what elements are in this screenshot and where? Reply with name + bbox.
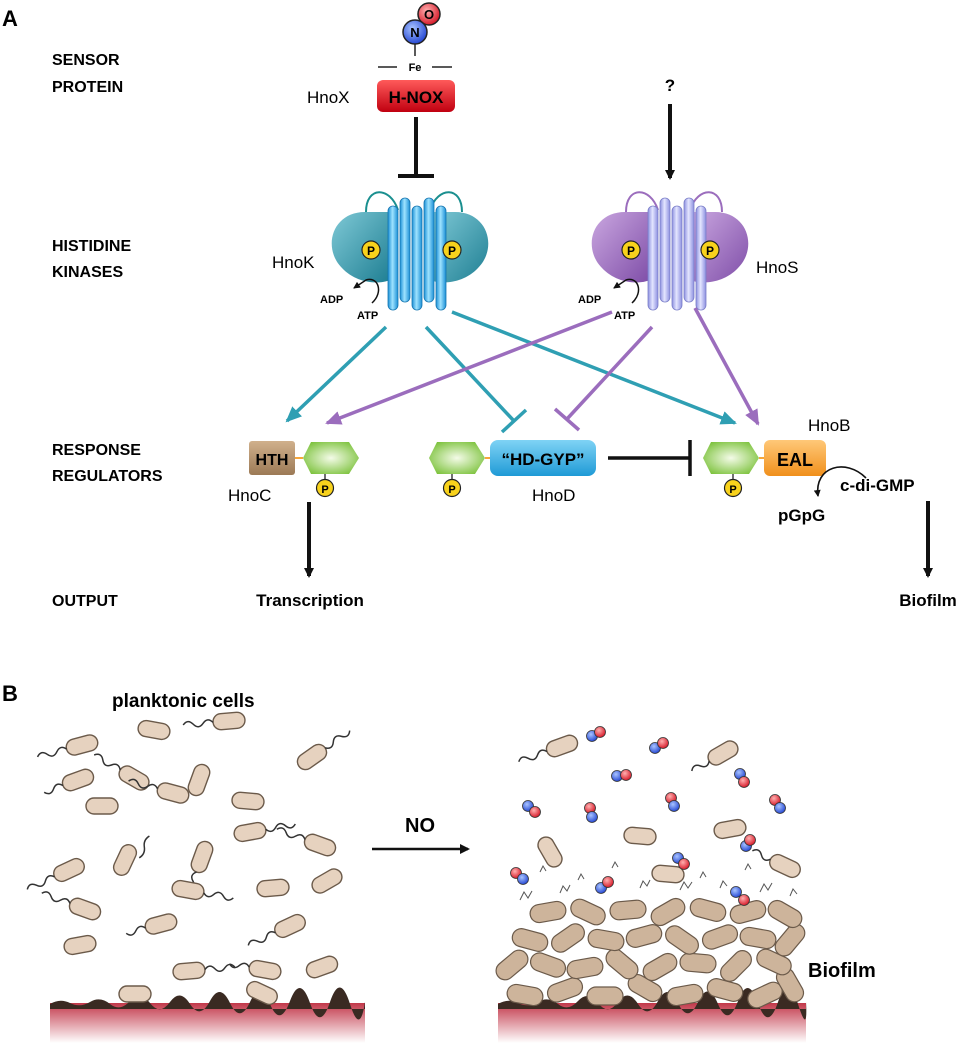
hnos-inhibits-hnod <box>565 325 654 421</box>
planktonic-label: planktonic cells <box>112 691 255 712</box>
row-label-sensor-1: SENSOR <box>52 52 120 69</box>
hnod-hdgyp-label: “HD-GYP” <box>501 450 584 469</box>
row-label-hk-1: HISTIDINE <box>52 238 131 255</box>
surface-left <box>50 1003 365 1043</box>
hnob-phosphate <box>723 478 743 498</box>
hnoc-hth-domain <box>249 441 295 475</box>
hnob-name: HnoB <box>808 416 851 435</box>
hydrolysis-arrow <box>813 466 867 497</box>
hnok-name: HnoK <box>272 253 315 272</box>
hnod-phosphate <box>442 478 462 498</box>
hnok-to-hnoc-arrow <box>285 325 388 423</box>
output-transcription: Transcription <box>256 591 364 610</box>
hnod-phospho-label: P <box>448 484 455 496</box>
hnok-phospho-left: P <box>367 244 375 258</box>
hnos-to-hnoc-arrow <box>325 310 613 425</box>
hnok-atp: ATP <box>357 310 378 322</box>
hnod-name: HnoD <box>532 486 575 505</box>
product-pgpg: pGpG <box>778 506 825 525</box>
surface-right <box>498 1003 806 1043</box>
hnos-phospho-right: P <box>706 244 714 258</box>
row-label-rr-1: RESPONSE <box>52 442 141 459</box>
hnok-inhibit-bar <box>500 408 528 434</box>
substrate-c-di-gmp: c-di-GMP <box>840 476 915 495</box>
biofilm-cell-mass <box>495 897 806 1009</box>
no-molecule: O N <box>402 2 441 56</box>
hnos-phospho-left: P <box>627 244 635 258</box>
hnos-atp-adp-arrow <box>613 278 640 304</box>
hnok-atp-adp-arrow <box>353 278 380 304</box>
hnos-atp: ATP <box>614 310 635 322</box>
hnoc-phosphate <box>315 478 335 498</box>
hnox-domain <box>377 80 455 112</box>
planktonic-cell-population <box>26 711 351 1006</box>
hnos-inhibit-bar <box>553 407 581 432</box>
hnoc-name: HnoC <box>228 486 271 505</box>
hnob-phospho-label: P <box>729 484 736 496</box>
panel-b-letter: B <box>2 681 18 706</box>
hnoc-phospho-label: P <box>321 484 328 496</box>
hnok-adp: ADP <box>320 294 343 306</box>
hnok-to-hnob-arrow <box>451 310 737 425</box>
atom-o-label: O <box>424 7 434 22</box>
unknown-signal: ? <box>665 76 675 95</box>
hnos-kinase <box>591 191 749 311</box>
biofilm-label: Biofilm <box>808 960 876 982</box>
hnob-eal-label: EAL <box>777 450 813 470</box>
hnoc-receiver-domain <box>303 442 359 474</box>
heme-iron-label: Fe <box>409 62 422 74</box>
hnod-hdgyp-domain <box>490 440 596 476</box>
hnok-phospho-right: P <box>448 244 456 258</box>
no-molecules <box>510 726 786 906</box>
row-label-output: OUTPUT <box>52 593 118 610</box>
hnox-name: HnoX <box>307 88 350 107</box>
treatment-label: NO <box>405 815 435 837</box>
hnob-receiver-domain <box>703 442 759 474</box>
hnob-eal-domain <box>764 440 826 476</box>
hnos-name: HnoS <box>756 258 799 277</box>
row-label-sensor-2: PROTEIN <box>52 79 123 96</box>
row-label-hk-2: KINASES <box>52 264 123 281</box>
hnod-receiver-domain <box>429 442 485 474</box>
output-biofilm: Biofilm <box>899 591 957 610</box>
dispersed-cells <box>518 734 801 884</box>
hnox-domain-label: H-NOX <box>389 88 444 107</box>
hnoc-hth-label: HTH <box>256 452 289 469</box>
row-label-rr-2: REGULATORS <box>52 468 163 485</box>
atom-n-label: N <box>410 25 419 40</box>
hnok-inhibits-hnod <box>424 325 516 423</box>
hnok-kinase <box>331 191 489 311</box>
hnos-to-hnob-arrow <box>693 307 760 426</box>
panel-a-letter: A <box>2 6 18 31</box>
hnos-adp: ADP <box>578 294 601 306</box>
